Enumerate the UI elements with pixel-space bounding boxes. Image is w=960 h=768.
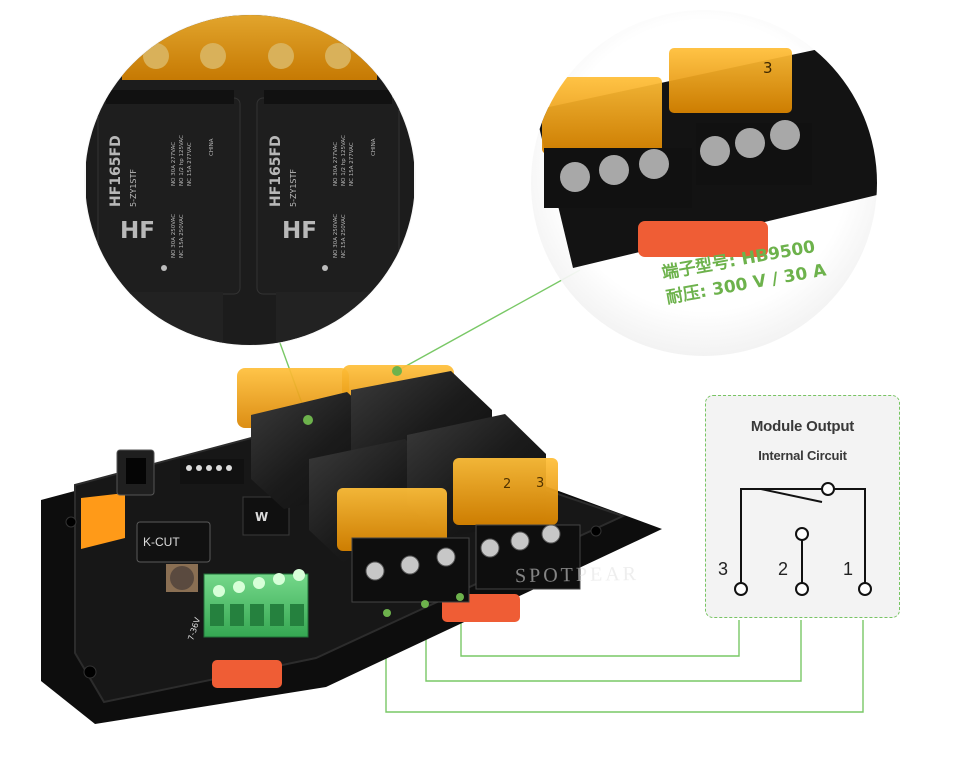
power-terminal-port-1 <box>210 604 224 626</box>
pin-3-terminal <box>734 582 748 596</box>
pin-3-label: 3 <box>718 559 729 579</box>
switch-right-wire <box>832 488 866 586</box>
power-terminal-screw-4 <box>273 573 285 585</box>
switch-upper-contact <box>821 482 835 496</box>
mount-hole-left-lower <box>83 665 97 679</box>
power-terminal-screw-2 <box>233 581 245 593</box>
left-relay-logo: HF <box>120 218 155 244</box>
pin-1-terminal <box>858 582 872 596</box>
buck-label: K-CUT <box>143 535 180 549</box>
front-left-terminal-cover <box>337 488 447 551</box>
output-screws <box>365 524 561 581</box>
power-terminal-screw-3 <box>253 577 265 589</box>
pin-2-terminal <box>795 582 809 596</box>
right-relay-line-b: NO 1/2 hp 125VAC <box>341 135 347 186</box>
right-relay-line-a: NO 30A 277VAC <box>333 142 339 186</box>
cover-number-3: 3 <box>536 476 544 491</box>
left-relay-variant: 5-ZY1STF <box>129 169 138 207</box>
callout-leader-lines <box>275 269 864 713</box>
output-circuit-diagram <box>734 482 872 596</box>
chip-label: W <box>255 510 268 524</box>
output-contact-1-dot <box>383 609 391 617</box>
left-mounting-clip <box>212 660 282 688</box>
led-row <box>180 459 244 484</box>
terminal-zoom-callout: 3 <box>531 10 877 356</box>
brand-watermark: SPOTPEAR <box>514 562 640 588</box>
right-relay-origin: CHINA <box>371 138 377 156</box>
buck-module <box>136 521 211 563</box>
mount-hole-left-upper <box>65 516 77 528</box>
output-wire-one <box>385 613 864 713</box>
left-screw-tab <box>81 493 125 549</box>
cover-number-2: 2 <box>503 477 511 492</box>
right-relay-line-e: NC 15A 250VAC <box>341 214 347 258</box>
output-terminal-block-right <box>475 524 581 590</box>
power-terminal-port-4 <box>270 604 284 626</box>
inductor-core <box>170 566 194 590</box>
output-contact-3-dot <box>456 593 464 601</box>
output-circuit-panel: Module Output Internal Circuit 3 2 1 <box>705 395 900 618</box>
relay-module: K-CUT 7-36V W 2 3 <box>41 365 662 724</box>
output-wire-two <box>425 604 802 682</box>
status-led-4 <box>216 465 222 471</box>
left-relay-line-d: NO 30A 250VAC <box>171 214 177 258</box>
switch-common-wire <box>740 488 822 586</box>
relay-zoom-callout: HF165FD 5-ZY1STF HF165FD 5-ZY1STF NO 30A… <box>84 14 416 346</box>
output-wire-three <box>460 597 740 657</box>
left-relay-line-a: NO 30A 277VAC <box>171 142 177 186</box>
switch-lever <box>760 488 823 503</box>
left-relay-line-b: NO 1/2 hp 125VAC <box>179 135 185 186</box>
front-right-terminal-cover <box>453 458 558 525</box>
power-terminal-port-3 <box>250 604 264 626</box>
pin-1-label: 1 <box>843 559 854 579</box>
left-relay-line-e: NC 15A 250VAC <box>179 214 185 258</box>
left-relay-line-c: NC 15A 277VAC <box>187 142 193 186</box>
status-led-3 <box>206 465 212 471</box>
zoom-cover-number-3: 3 <box>763 59 773 77</box>
right-relay-model: HF165FD <box>268 135 284 207</box>
output-contact-2-dot <box>421 600 429 608</box>
mount-hole-right <box>590 525 602 537</box>
left-relay-origin: CHINA <box>209 138 215 156</box>
power-jack-socket <box>126 458 146 484</box>
pin-2-label: 2 <box>778 559 789 579</box>
circuit-subtitle: Internal Circuit <box>758 448 847 463</box>
power-terminal-port-5 <box>290 604 304 626</box>
status-led-1 <box>186 465 192 471</box>
right-relay-line-d: NO 30A 250VAC <box>333 214 339 258</box>
power-terminal-screw-5 <box>293 569 305 581</box>
right-zoom-leader-line <box>396 269 581 372</box>
status-led-2 <box>196 465 202 471</box>
left-relay-model: HF165FD <box>108 135 124 207</box>
circuit-title: Module Output <box>750 418 855 435</box>
right-relay-logo: HF <box>282 218 317 244</box>
switch-middle-contact <box>795 527 809 541</box>
right-relay-variant: 5-ZY1STF <box>289 169 298 207</box>
power-terminal-port-2 <box>230 604 244 626</box>
power-terminal-screw-1 <box>213 585 225 597</box>
relay-callout-dot <box>303 415 313 425</box>
right-relay-line-c: NC 15A 277VAC <box>349 142 355 186</box>
status-led-5 <box>226 465 232 471</box>
terminal-callout-dot <box>392 366 402 376</box>
